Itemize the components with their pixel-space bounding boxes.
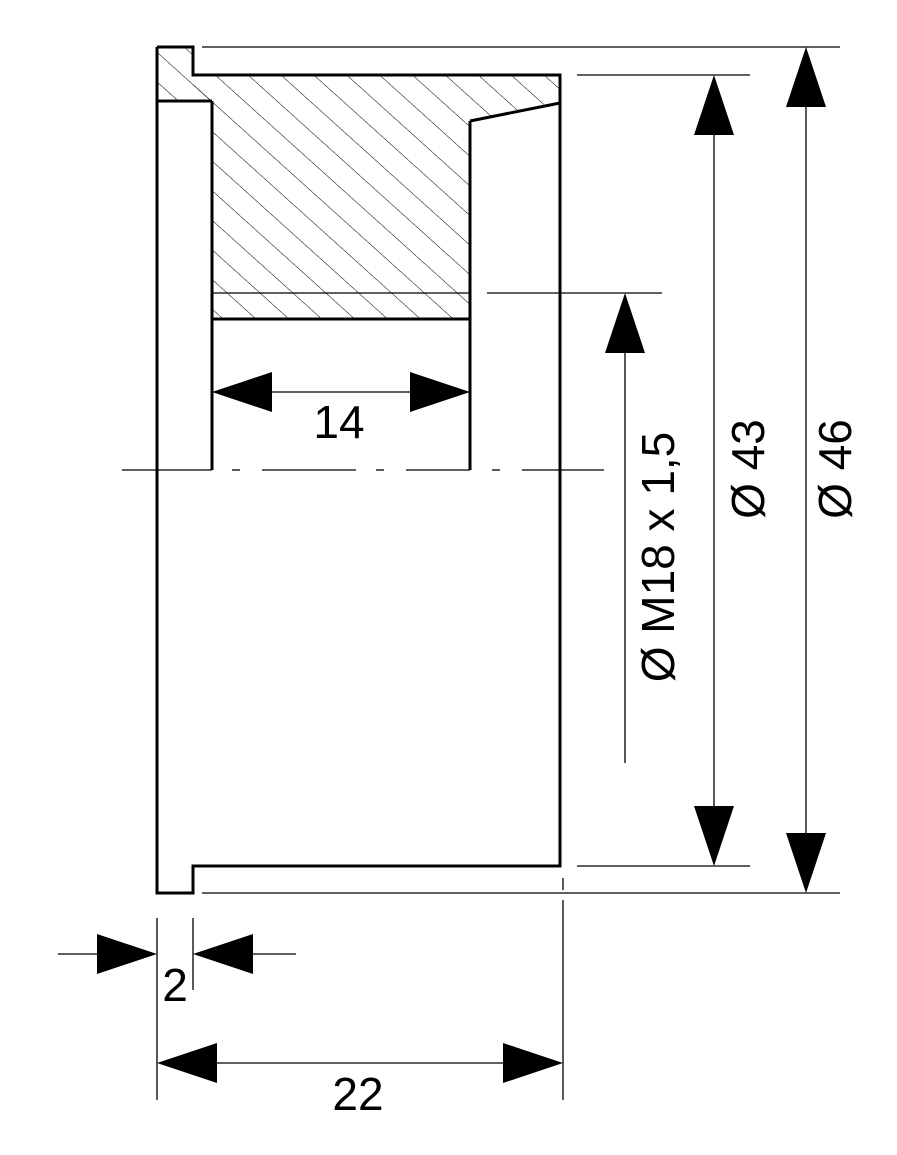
dimension-14: 14 [212, 372, 470, 448]
outer-contour [155, 45, 562, 895]
dimension-22: 22 [157, 1043, 563, 1120]
dimension-14-label: 14 [313, 396, 364, 448]
dimension-thread-label: Ø M18 x 1,5 [632, 432, 684, 683]
dimension-thread-diameter: Ø M18 x 1,5 [605, 293, 684, 763]
dimension-22-label: 22 [332, 1068, 383, 1120]
part-outline [155, 45, 562, 895]
dimension-flange-diameter: Ø 46 [786, 47, 861, 893]
dimension-2: 2 [58, 934, 296, 1011]
dimension-2-label: 2 [162, 959, 188, 1011]
dimension-flange-label: Ø 46 [809, 419, 861, 519]
dimension-body-label: Ø 43 [722, 419, 774, 519]
chamfer-line [469, 101, 561, 123]
dimension-body-diameter: Ø 43 [694, 75, 774, 866]
section-hatching [157, 47, 560, 319]
